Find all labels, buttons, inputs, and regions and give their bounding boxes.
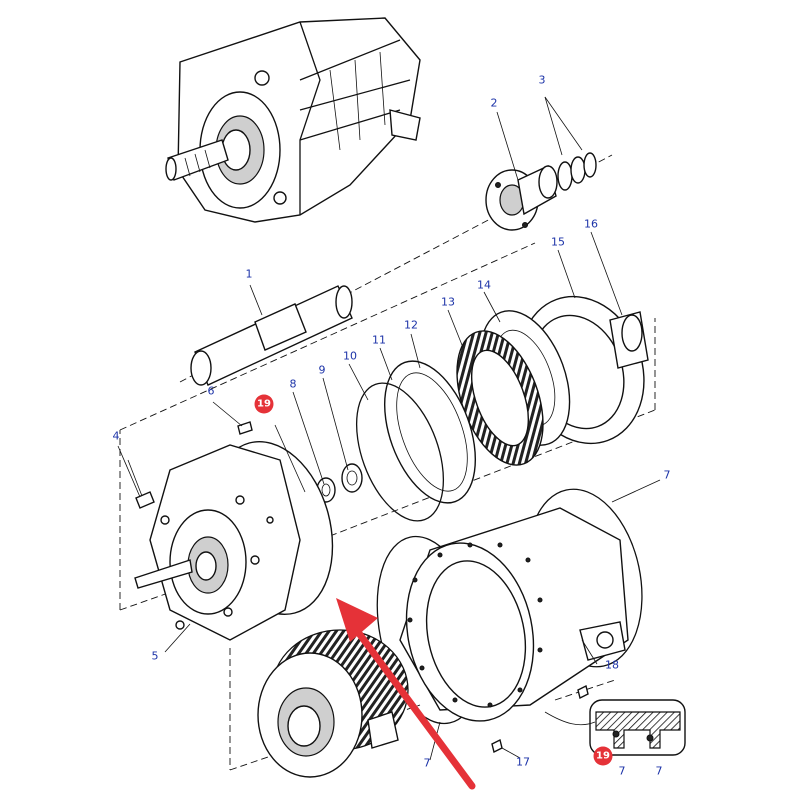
part-label-14: 14 <box>477 278 491 292</box>
seal-detail-inset <box>544 699 686 756</box>
part-label-7-inset-right: 7 <box>655 764 663 778</box>
part-label-7-inset-left: 7 <box>618 764 626 778</box>
pin-and-bolt-parts <box>127 421 253 509</box>
part-label-6: 6 <box>207 384 215 398</box>
part-label-3: 3 <box>538 73 546 87</box>
part-label-15: 15 <box>551 235 565 249</box>
friction-disc-part <box>456 330 544 466</box>
part-label-12: 12 <box>404 318 418 332</box>
part-label-18: 18 <box>605 658 619 672</box>
main-housing-part <box>134 440 334 641</box>
snap-rings-part <box>355 360 477 522</box>
assembly-arrow <box>336 598 476 790</box>
part-label-10: 10 <box>343 349 357 363</box>
assembled-transmission-view <box>165 17 421 223</box>
part-label-16: 16 <box>584 217 598 231</box>
leader-lines <box>117 96 661 761</box>
callout-badge-19-inset: 19 <box>593 746 613 766</box>
part-label-17: 17 <box>516 755 530 769</box>
part-label-2: 2 <box>490 96 498 110</box>
rear-housing-part <box>399 488 643 722</box>
part-label-9: 9 <box>318 363 326 377</box>
part-label-4: 4 <box>112 429 120 443</box>
part-label-8: 8 <box>289 377 297 391</box>
part-label-7-top: 7 <box>663 468 671 482</box>
part-label-7-bottom: 7 <box>423 756 431 770</box>
callout-badge-19: 19 <box>254 394 274 414</box>
bearing-housing-part <box>485 152 597 231</box>
part-label-13: 13 <box>441 295 455 309</box>
part-label-5: 5 <box>151 649 159 663</box>
splined-shaft-part <box>190 285 353 386</box>
part-label-11: 11 <box>372 333 386 347</box>
part-label-1: 1 <box>245 267 253 281</box>
gear-drum-part <box>257 629 409 778</box>
